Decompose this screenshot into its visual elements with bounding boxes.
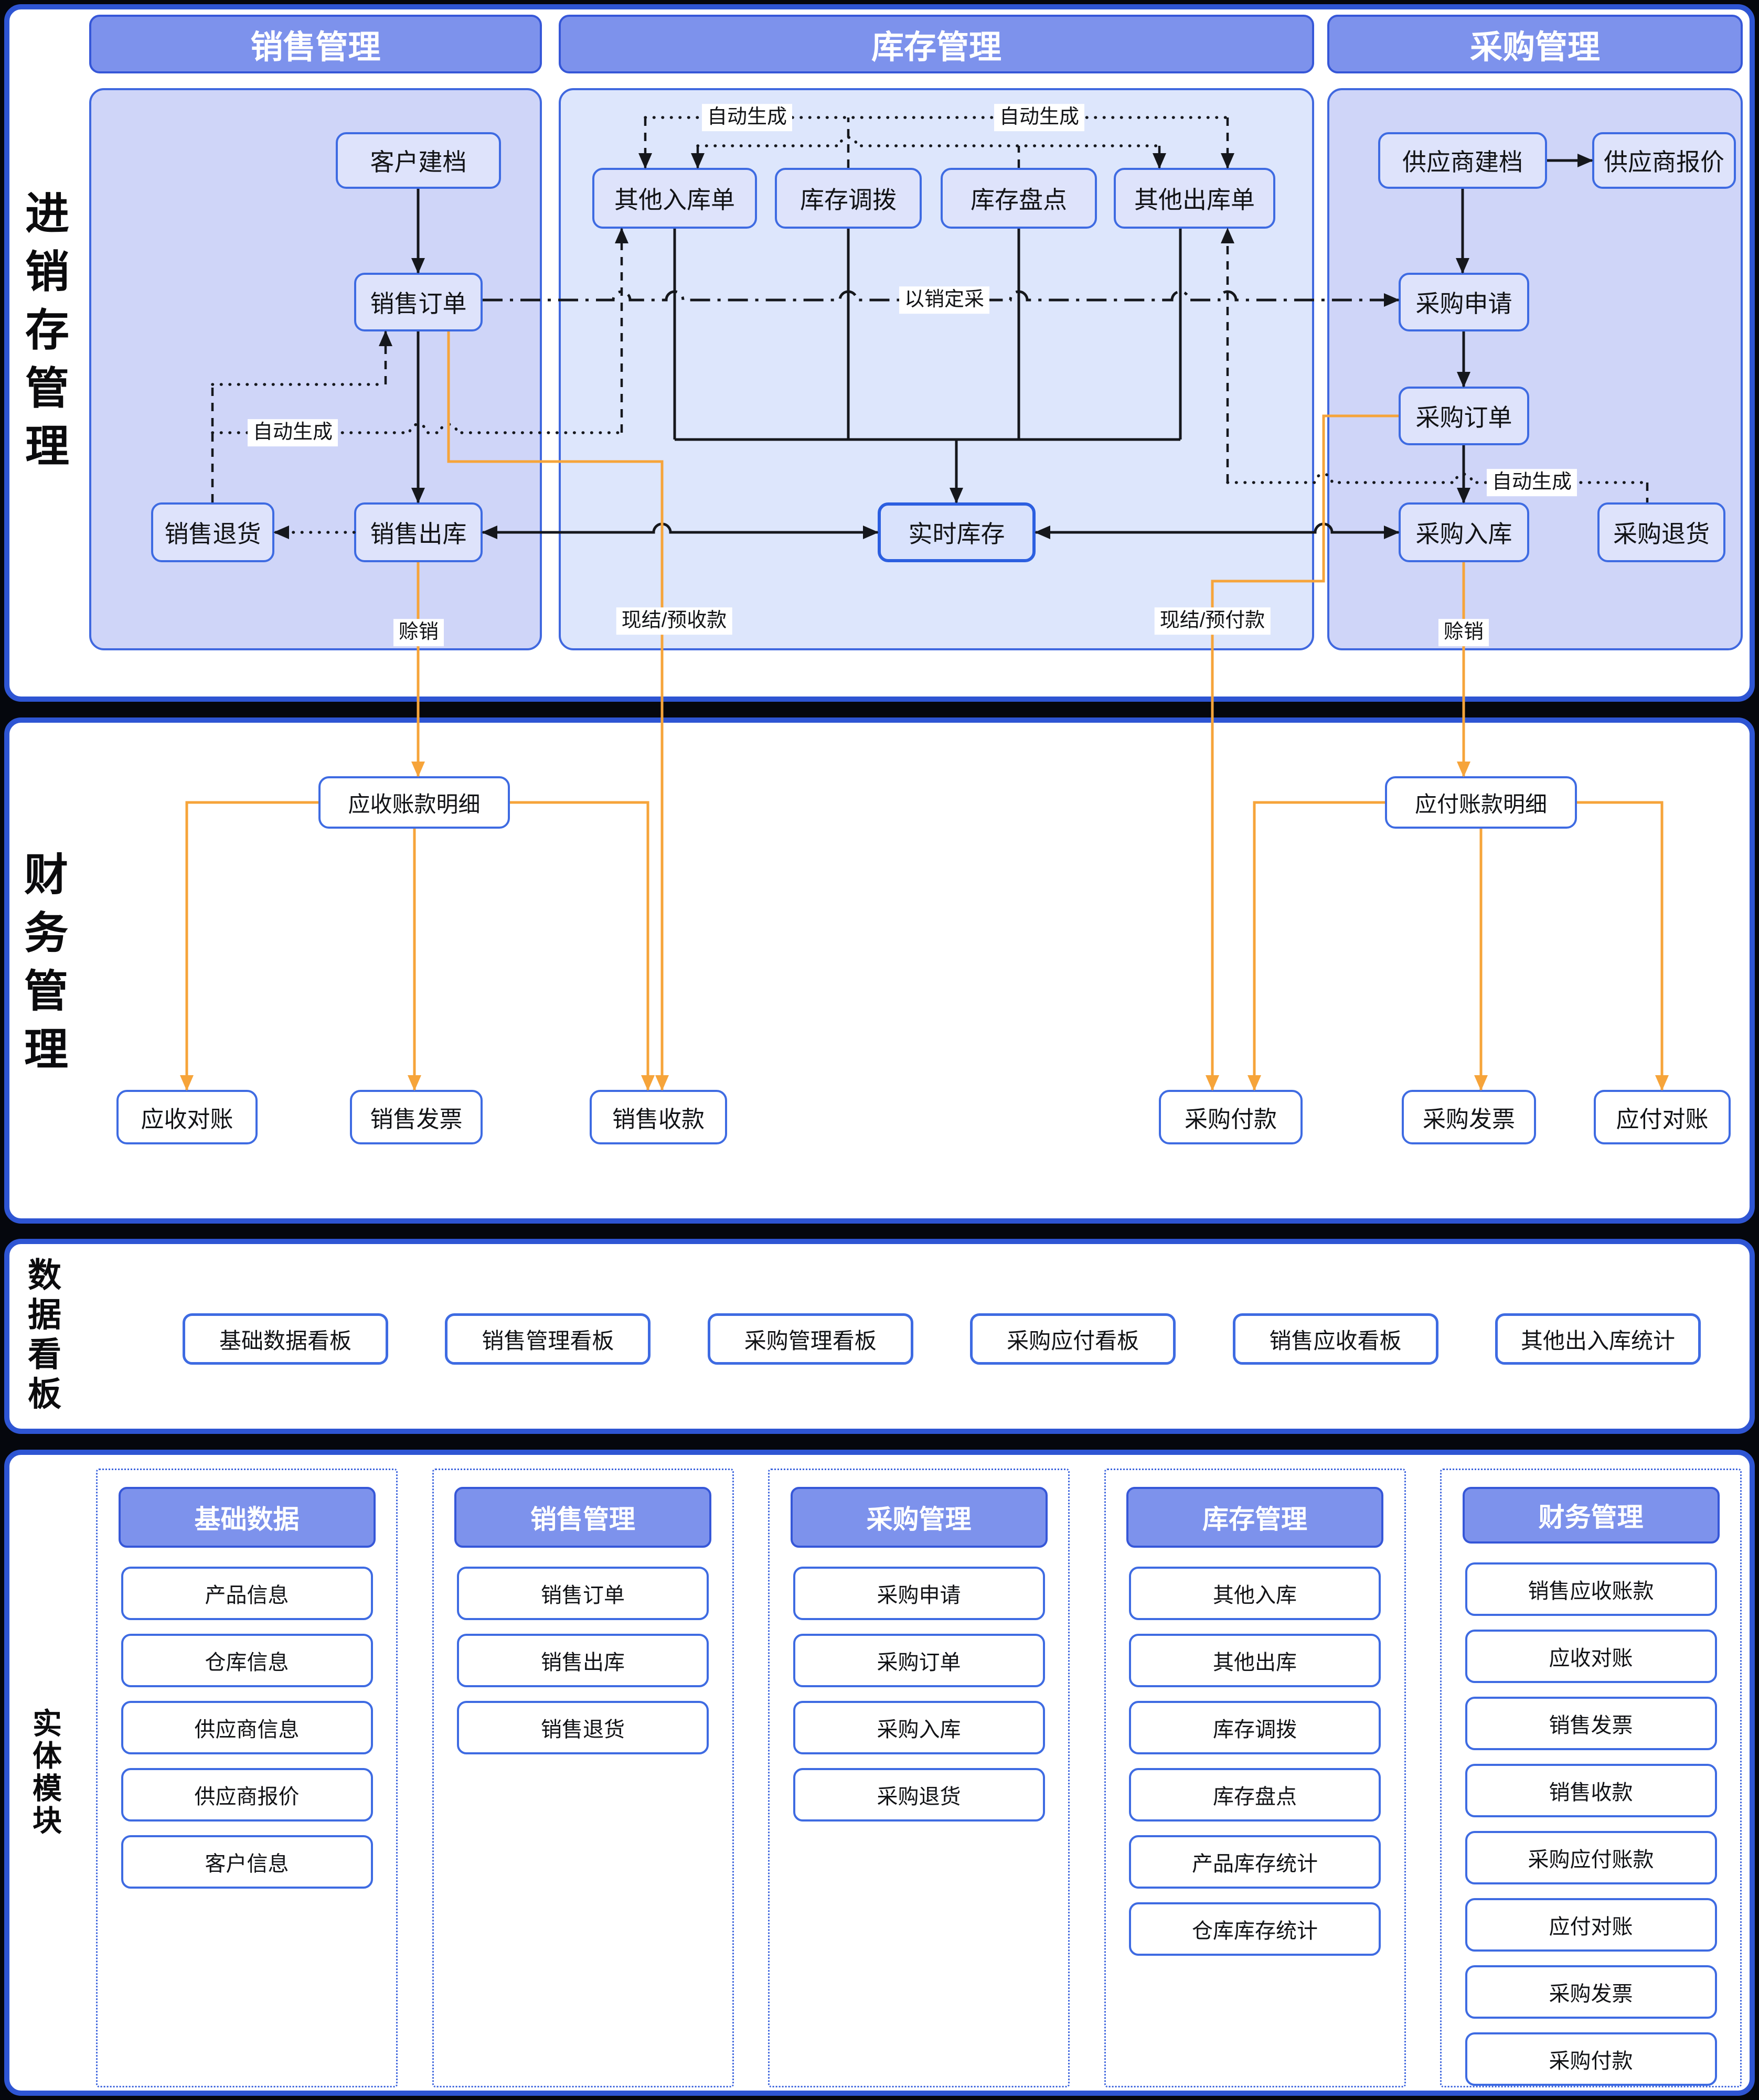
node-ap-reconcile: 应付对账 bbox=[1594, 1090, 1731, 1144]
entity-item: 客户信息 bbox=[121, 1835, 373, 1889]
node-sales-invoice: 销售发票 bbox=[350, 1090, 483, 1144]
edge-label-auto-generate: 自动生成 bbox=[1486, 469, 1577, 496]
node-purchase-payment: 采购付款 bbox=[1159, 1090, 1303, 1144]
edge-label-auto-generate: 自动生成 bbox=[994, 104, 1085, 131]
entity-item: 产品信息 bbox=[121, 1567, 373, 1620]
entity-item: 采购订单 bbox=[793, 1634, 1045, 1687]
dashboard-card: 其他出入库统计 bbox=[1495, 1313, 1701, 1365]
section-title-finance: 财务管理 bbox=[18, 851, 68, 1084]
panel-header-inventory: 库存管理 bbox=[559, 15, 1314, 73]
edge-label-cash-advance-payment: 现结/预付款 bbox=[1154, 607, 1271, 635]
node-stock-transfer: 库存调拨 bbox=[775, 168, 922, 229]
node-purchase-order: 采购订单 bbox=[1399, 387, 1529, 445]
entity-item: 销售订单 bbox=[457, 1567, 709, 1620]
entity-item: 仓库信息 bbox=[121, 1634, 373, 1687]
node-other-inbound: 其他入库单 bbox=[592, 168, 757, 229]
section-title-dashboard: 数据看板 bbox=[23, 1257, 61, 1416]
dashboard-card: 销售应收看板 bbox=[1232, 1313, 1438, 1365]
node-sales-return: 销售退货 bbox=[151, 502, 274, 562]
edge-label-credit: 赊销 bbox=[393, 619, 444, 646]
entity-column-header: 采购管理 bbox=[790, 1487, 1048, 1548]
node-other-outbound: 其他出库单 bbox=[1114, 168, 1275, 229]
entity-column-header: 财务管理 bbox=[1462, 1487, 1720, 1544]
entity-item: 采购付款 bbox=[1465, 2032, 1717, 2086]
entity-item: 采购发票 bbox=[1465, 1965, 1717, 2019]
entity-column-items: 销售应收账款 应收对账 销售发票 销售收款 采购应付账款 应付对账 采购发票 bbox=[1442, 1562, 1740, 2086]
entity-item: 销售出库 bbox=[457, 1634, 709, 1687]
edge-label-sell-driven-purchase: 以销定采 bbox=[899, 286, 990, 314]
entity-item: 采购入库 bbox=[793, 1701, 1045, 1754]
entity-column-header: 基础数据 bbox=[118, 1487, 376, 1548]
node-ar-detail: 应收账款明细 bbox=[318, 776, 510, 829]
panel-header-purchase: 采购管理 bbox=[1327, 15, 1743, 73]
node-sales-outbound: 销售出库 bbox=[354, 502, 483, 562]
entity-item: 其他出库 bbox=[1129, 1634, 1381, 1687]
node-stock-count: 库存盘点 bbox=[941, 168, 1097, 229]
dashboard-card: 基础数据看板 bbox=[183, 1313, 388, 1365]
dashboard-row: 基础数据看板 销售管理看板 采购管理看板 采购应付看板 销售应收看板 其他出入库… bbox=[183, 1313, 1701, 1365]
entity-item: 库存调拨 bbox=[1129, 1701, 1381, 1754]
edge-label-auto-generate: 自动生成 bbox=[247, 419, 338, 446]
entity-column-items: 产品信息 仓库信息 供应商信息 供应商报价 客户信息 bbox=[98, 1567, 396, 1889]
entity-column: 采购管理 采购申请 采购订单 采购入库 采购退货 bbox=[768, 1469, 1070, 2087]
node-sales-order: 销售订单 bbox=[354, 273, 483, 331]
entity-column-items: 销售订单 销售出库 销售退货 bbox=[434, 1567, 732, 1754]
entity-item: 供应商报价 bbox=[121, 1768, 373, 1822]
entity-item: 其他入库 bbox=[1129, 1567, 1381, 1620]
entity-item: 采购退货 bbox=[793, 1768, 1045, 1822]
node-sales-receipt: 销售收款 bbox=[590, 1090, 727, 1144]
node-supplier-file: 供应商建档 bbox=[1378, 132, 1547, 189]
edge-label-credit: 赊销 bbox=[1438, 619, 1489, 646]
entity-item: 库存盘点 bbox=[1129, 1768, 1381, 1822]
edge-label-auto-generate: 自动生成 bbox=[701, 104, 793, 131]
node-purchase-return: 采购退货 bbox=[1597, 502, 1725, 562]
dashboard-card: 采购应付看板 bbox=[970, 1313, 1176, 1365]
node-customer-file: 客户建档 bbox=[336, 132, 501, 189]
entity-column-items: 采购申请 采购订单 采购入库 采购退货 bbox=[770, 1567, 1068, 1822]
edge-label-cash-advance-receipt: 现结/预收款 bbox=[616, 607, 732, 635]
entity-item: 产品库存统计 bbox=[1129, 1835, 1381, 1889]
entity-item: 采购应付账款 bbox=[1465, 1831, 1717, 1884]
section-title-flow: 进销存管理 bbox=[19, 190, 69, 481]
entity-item: 销售发票 bbox=[1465, 1697, 1717, 1750]
entity-item: 仓库库存统计 bbox=[1129, 1902, 1381, 1956]
node-purchase-invoice: 采购发票 bbox=[1402, 1090, 1536, 1144]
entity-item: 供应商信息 bbox=[121, 1701, 373, 1754]
dashboard-card: 采购管理看板 bbox=[707, 1313, 913, 1365]
entity-column-header: 库存管理 bbox=[1126, 1487, 1383, 1548]
node-purchase-inbound: 采购入库 bbox=[1399, 502, 1529, 562]
node-supplier-quote: 供应商报价 bbox=[1592, 132, 1736, 189]
entity-item: 采购申请 bbox=[793, 1567, 1045, 1620]
entity-item: 应付对账 bbox=[1465, 1898, 1717, 1952]
entity-column: 销售管理 销售订单 销售出库 销售退货 bbox=[432, 1469, 734, 2087]
node-purchase-request: 采购申请 bbox=[1399, 273, 1529, 331]
entity-column: 库存管理 其他入库 其他出库 库存调拨 库存盘点 产品库存统计 仓库库存统计 bbox=[1104, 1469, 1406, 2087]
node-ar-reconcile: 应收对账 bbox=[116, 1090, 258, 1144]
node-realtime-stock: 实时库存 bbox=[878, 502, 1036, 562]
dashboard-card: 销售管理看板 bbox=[445, 1313, 651, 1365]
entity-item: 应收对账 bbox=[1465, 1630, 1717, 1683]
entity-item: 销售应收账款 bbox=[1465, 1562, 1717, 1616]
entity-column-header: 销售管理 bbox=[454, 1487, 711, 1548]
entity-item: 销售退货 bbox=[457, 1701, 709, 1754]
panel-header-sales: 销售管理 bbox=[89, 15, 542, 73]
node-ap-detail: 应付账款明细 bbox=[1385, 776, 1577, 829]
entity-item: 销售收款 bbox=[1465, 1764, 1717, 1817]
entity-columns: 基础数据 产品信息 仓库信息 供应商信息 供应商报价 客户信息 bbox=[96, 1469, 1742, 2087]
entity-column-items: 其他入库 其他出库 库存调拨 库存盘点 产品库存统计 仓库库存统计 bbox=[1106, 1567, 1404, 1956]
section-title-entities: 实体模块 bbox=[28, 1708, 62, 1838]
entity-column: 基础数据 产品信息 仓库信息 供应商信息 供应商报价 客户信息 bbox=[96, 1469, 398, 2087]
entity-column: 财务管理 销售应收账款 应收对账 销售发票 销售收款 采购应付账款 应付对账 bbox=[1440, 1469, 1742, 2087]
